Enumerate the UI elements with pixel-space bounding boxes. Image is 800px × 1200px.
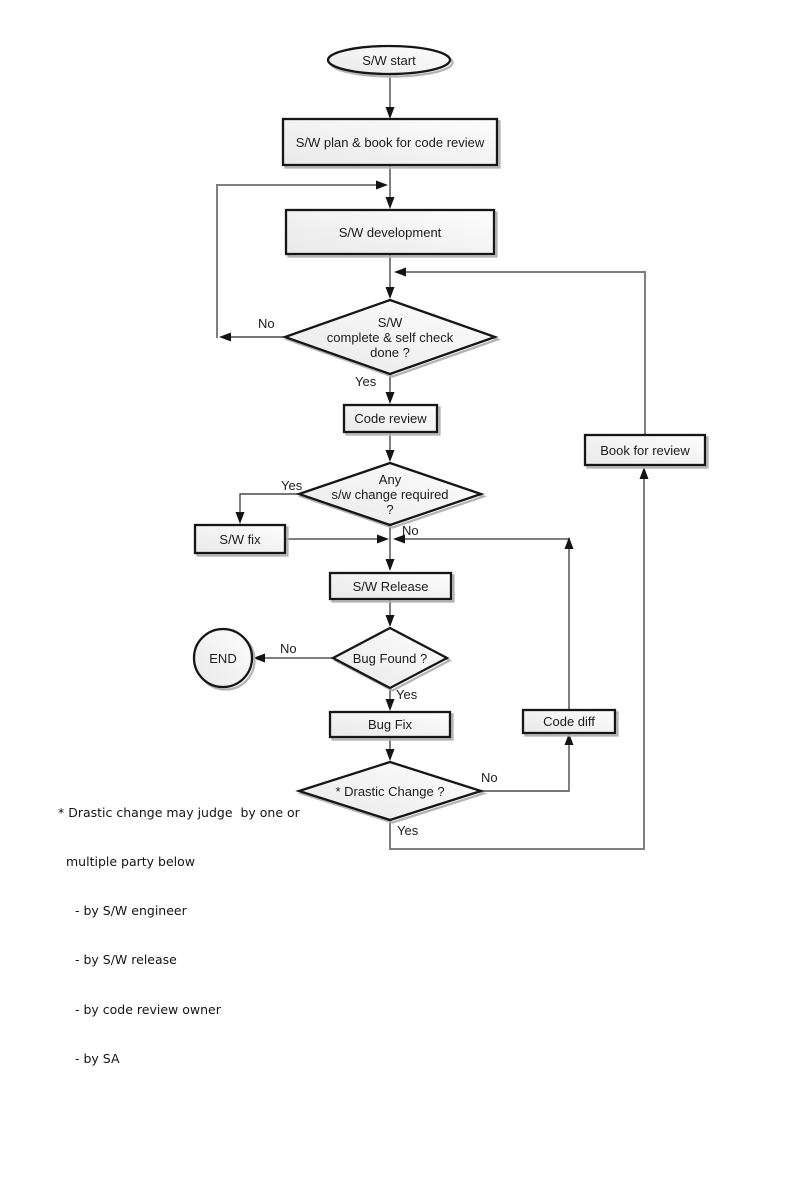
arrowhead [385,287,395,299]
edge-label-change-required-yes: Yes [281,478,303,493]
arrowhead [385,615,395,627]
arrowhead [385,699,395,711]
connector-group-long [216,184,646,850]
edge-label-drastic-change-yes: Yes [397,823,419,838]
connector-change-yes-to-swfix [239,493,299,521]
node-shape-plan-process [281,117,499,167]
arrowhead [564,733,574,745]
arrowhead [385,450,395,462]
arrowhead-group [219,107,649,761]
arrowhead [639,467,649,479]
edge-label-complete-check-no: No [258,316,275,331]
connector-drastic-no-to-codediff [481,736,570,792]
arrowhead [394,267,406,277]
arrowhead [385,559,395,571]
annotation-line: - by S/W engineer [75,903,187,919]
shape-group [192,44,707,822]
arrowhead [376,180,388,190]
arrowhead [219,332,231,342]
node-shape-complete-check-decision [281,298,499,376]
arrowhead [564,537,574,549]
connector-book-review-feedback [400,271,646,435]
arrowhead [235,512,245,524]
annotation-note: * Drastic change may judge by one or mul… [58,772,300,1100]
node-shape-code-diff-process [521,708,617,735]
arrowhead [385,392,395,404]
edge-label-bug-found-no: No [280,641,297,656]
annotation-line: - by code review owner [75,1001,221,1017]
annotation-line: multiple party below [66,854,195,870]
node-shape-bug-fix-process [328,710,452,739]
connector-drastic-yes-to-book-review [389,471,645,850]
edge-label-drastic-change-no: No [481,770,498,785]
node-shape-sw-fix-process [193,523,287,555]
annotation-line: * Drastic change may judge by one or [58,804,300,820]
node-shape-end-terminator [192,627,254,689]
annotation-line: - by SA [75,1050,120,1066]
arrowhead [385,197,395,209]
arrowhead [385,107,395,119]
node-shape-book-for-review-process [583,433,707,467]
node-shape-code-review-process [342,403,439,434]
edge-label-change-required-no: No [402,523,419,538]
connector-no-loop-to-development [216,184,382,338]
node-shape-sw-release-process [328,571,453,601]
node-shape-drastic-change-decision [295,760,485,822]
arrowhead [253,653,265,663]
node-shape-bug-found-decision [330,626,450,690]
edge-label-complete-check-yes: Yes [355,374,377,389]
arrowhead [393,534,405,544]
arrowhead [385,749,395,761]
node-shape-start-terminator [326,44,452,76]
node-shape-development-process [284,208,496,256]
node-shape-change-required-decision [295,461,485,527]
arrowhead [377,534,389,544]
annotation-line: - by S/W release [75,952,177,968]
edge-label-bug-found-yes: Yes [396,687,418,702]
